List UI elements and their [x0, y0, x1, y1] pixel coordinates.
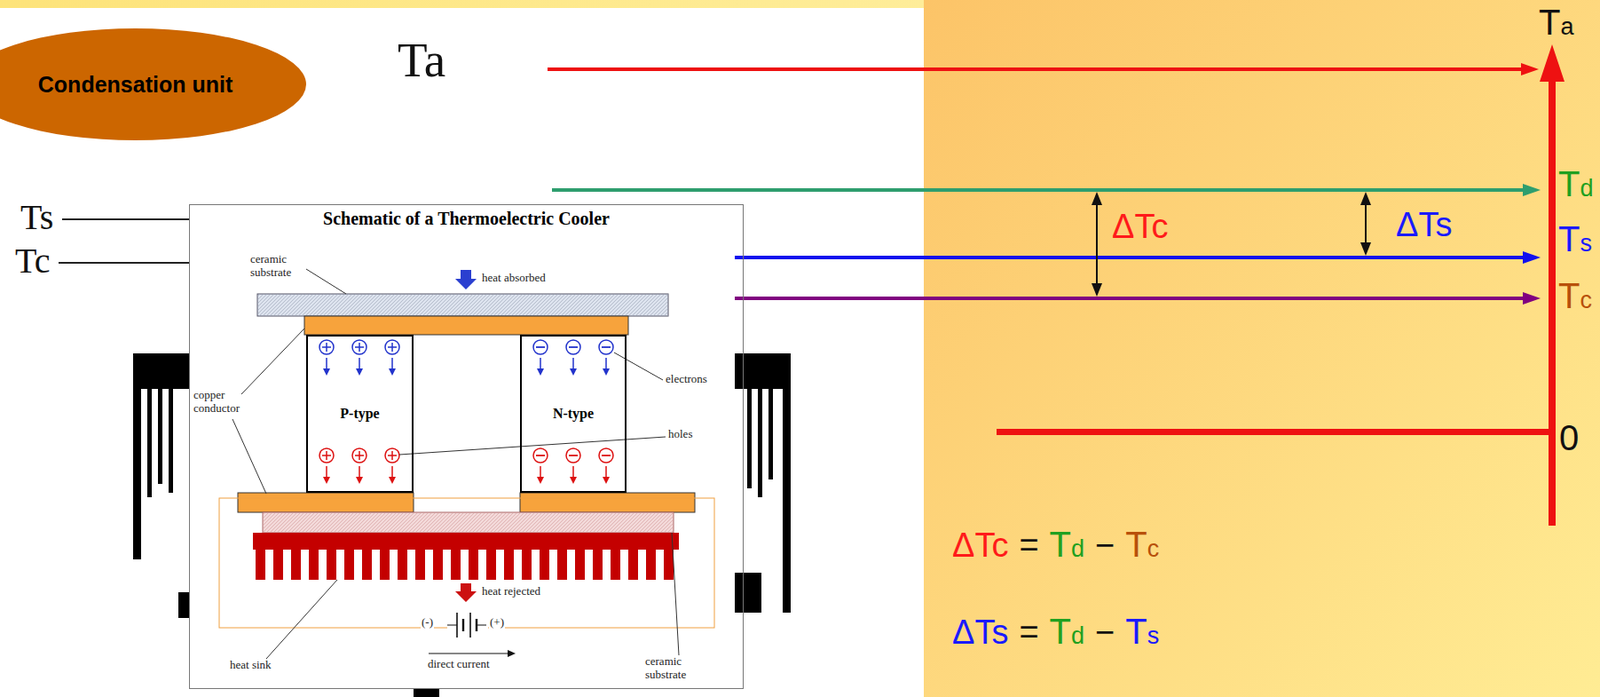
p-type-leg: P-type [306, 334, 414, 493]
axis-zero: 0 [1559, 417, 1579, 458]
n-leg-fill [520, 334, 627, 493]
temperature-axis [996, 44, 1565, 526]
n-type-leg: N-type [520, 334, 627, 493]
part-label: copper conductor [193, 388, 245, 416]
difference-label: ΔTc [1111, 207, 1168, 247]
equation-term: ΔTc [952, 526, 1009, 566]
equation-row: ΔTs=Td−Ts [952, 610, 1159, 653]
part-label: ceramic substrate [250, 252, 306, 280]
charge-carriers [319, 339, 614, 484]
part-label: direct current [427, 657, 490, 671]
heat-sink [252, 532, 679, 580]
terminal-sign: (-) [420, 615, 434, 630]
part-label: electrons [665, 372, 708, 387]
schematic-title: Schematic of a Thermoelectric Cooler [189, 208, 743, 229]
current-arrow [428, 649, 516, 657]
equation-sign: = [1018, 526, 1039, 566]
bottom-ceramic-substrate [262, 512, 674, 533]
difference-label: ΔTs [1395, 205, 1452, 245]
battery-symbol [447, 610, 489, 639]
unit-name: Condensation unit [38, 71, 233, 98]
part-label: holes [668, 427, 693, 442]
right-panel [923, 0, 1600, 697]
equation-term: Ts [1125, 610, 1159, 652]
top-copper [304, 315, 629, 335]
difference-brackets [1091, 191, 1372, 297]
terminal-sign: (+) [488, 615, 505, 630]
equation-sign: − [1095, 526, 1115, 566]
part-label: ceramic substrate [645, 654, 701, 682]
heat-rejected-arrow [455, 583, 477, 602]
leader-lines [232, 268, 679, 659]
leg-name: N-type [552, 405, 594, 422]
ellipse-fill [0, 28, 307, 141]
equation-row: ΔTc=Td−Tc [952, 523, 1159, 566]
axis-label: Ta [1538, 1, 1574, 43]
part-label: heat absorbed [481, 271, 546, 285]
axis-label: Ts [1558, 218, 1593, 260]
equation-term: Td [1049, 610, 1085, 652]
top-ceramic-substrate [257, 293, 669, 316]
condensation-unit-ellipse: Condensation unit [0, 28, 307, 141]
p-leg-fill [306, 334, 414, 493]
temperature-label: Ts [20, 197, 54, 238]
temperature-label: Ta [397, 31, 446, 88]
equation-term: ΔTs [952, 613, 1009, 653]
axis-label: Tc [1558, 275, 1593, 316]
equation-term: Tc [1125, 523, 1159, 565]
circuit-wire [219, 497, 715, 628]
schematic-ground [189, 204, 735, 689]
temperature-label: Tc [15, 240, 50, 282]
part-label: heat sink [229, 658, 272, 672]
leg-name: P-type [339, 405, 379, 422]
equation-sign: = [1018, 613, 1039, 653]
equation-sign: − [1095, 613, 1115, 653]
part-label: heat rejected [481, 584, 541, 599]
equation-term: Td [1049, 523, 1085, 565]
bottom-copper [237, 492, 695, 513]
heat-absorbed-arrow [455, 269, 477, 290]
axis-label: Td [1558, 163, 1593, 205]
